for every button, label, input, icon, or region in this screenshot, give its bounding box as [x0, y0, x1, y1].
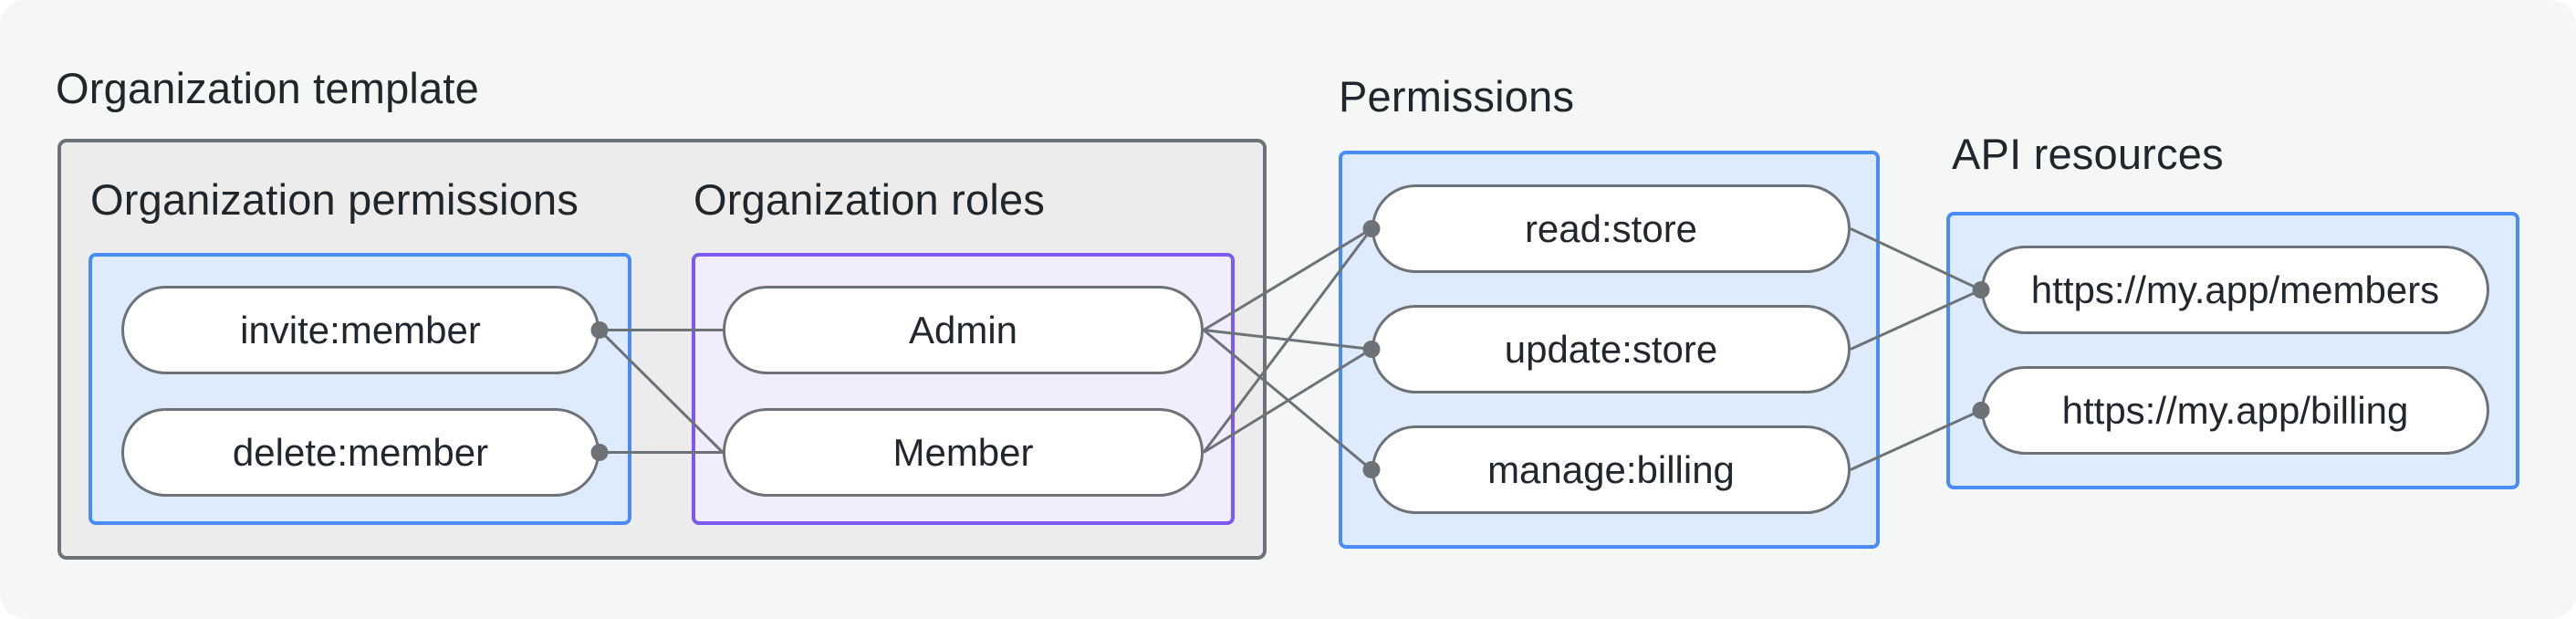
- node-invite-member: invite:member: [121, 286, 600, 374]
- node-delete-member: delete:member: [121, 408, 600, 497]
- permissions-label: Permissions: [1339, 72, 1575, 121]
- node-api-members: https://my.app/members: [1981, 246, 2489, 334]
- organization-template-title: Organization template: [56, 64, 480, 112]
- organization-roles-label: Organization roles: [694, 175, 1046, 224]
- api-resources-label: API resources: [1952, 130, 2224, 178]
- node-member: Member: [723, 408, 1204, 497]
- node-admin: Admin: [723, 286, 1204, 374]
- node-api-billing: https://my.app/billing: [1981, 366, 2489, 455]
- node-manage-billing: manage:billing: [1371, 425, 1851, 514]
- node-read-store: read:store: [1371, 184, 1851, 273]
- organization-permissions-label: Organization permissions: [90, 175, 579, 224]
- node-update-store: update:store: [1371, 305, 1851, 393]
